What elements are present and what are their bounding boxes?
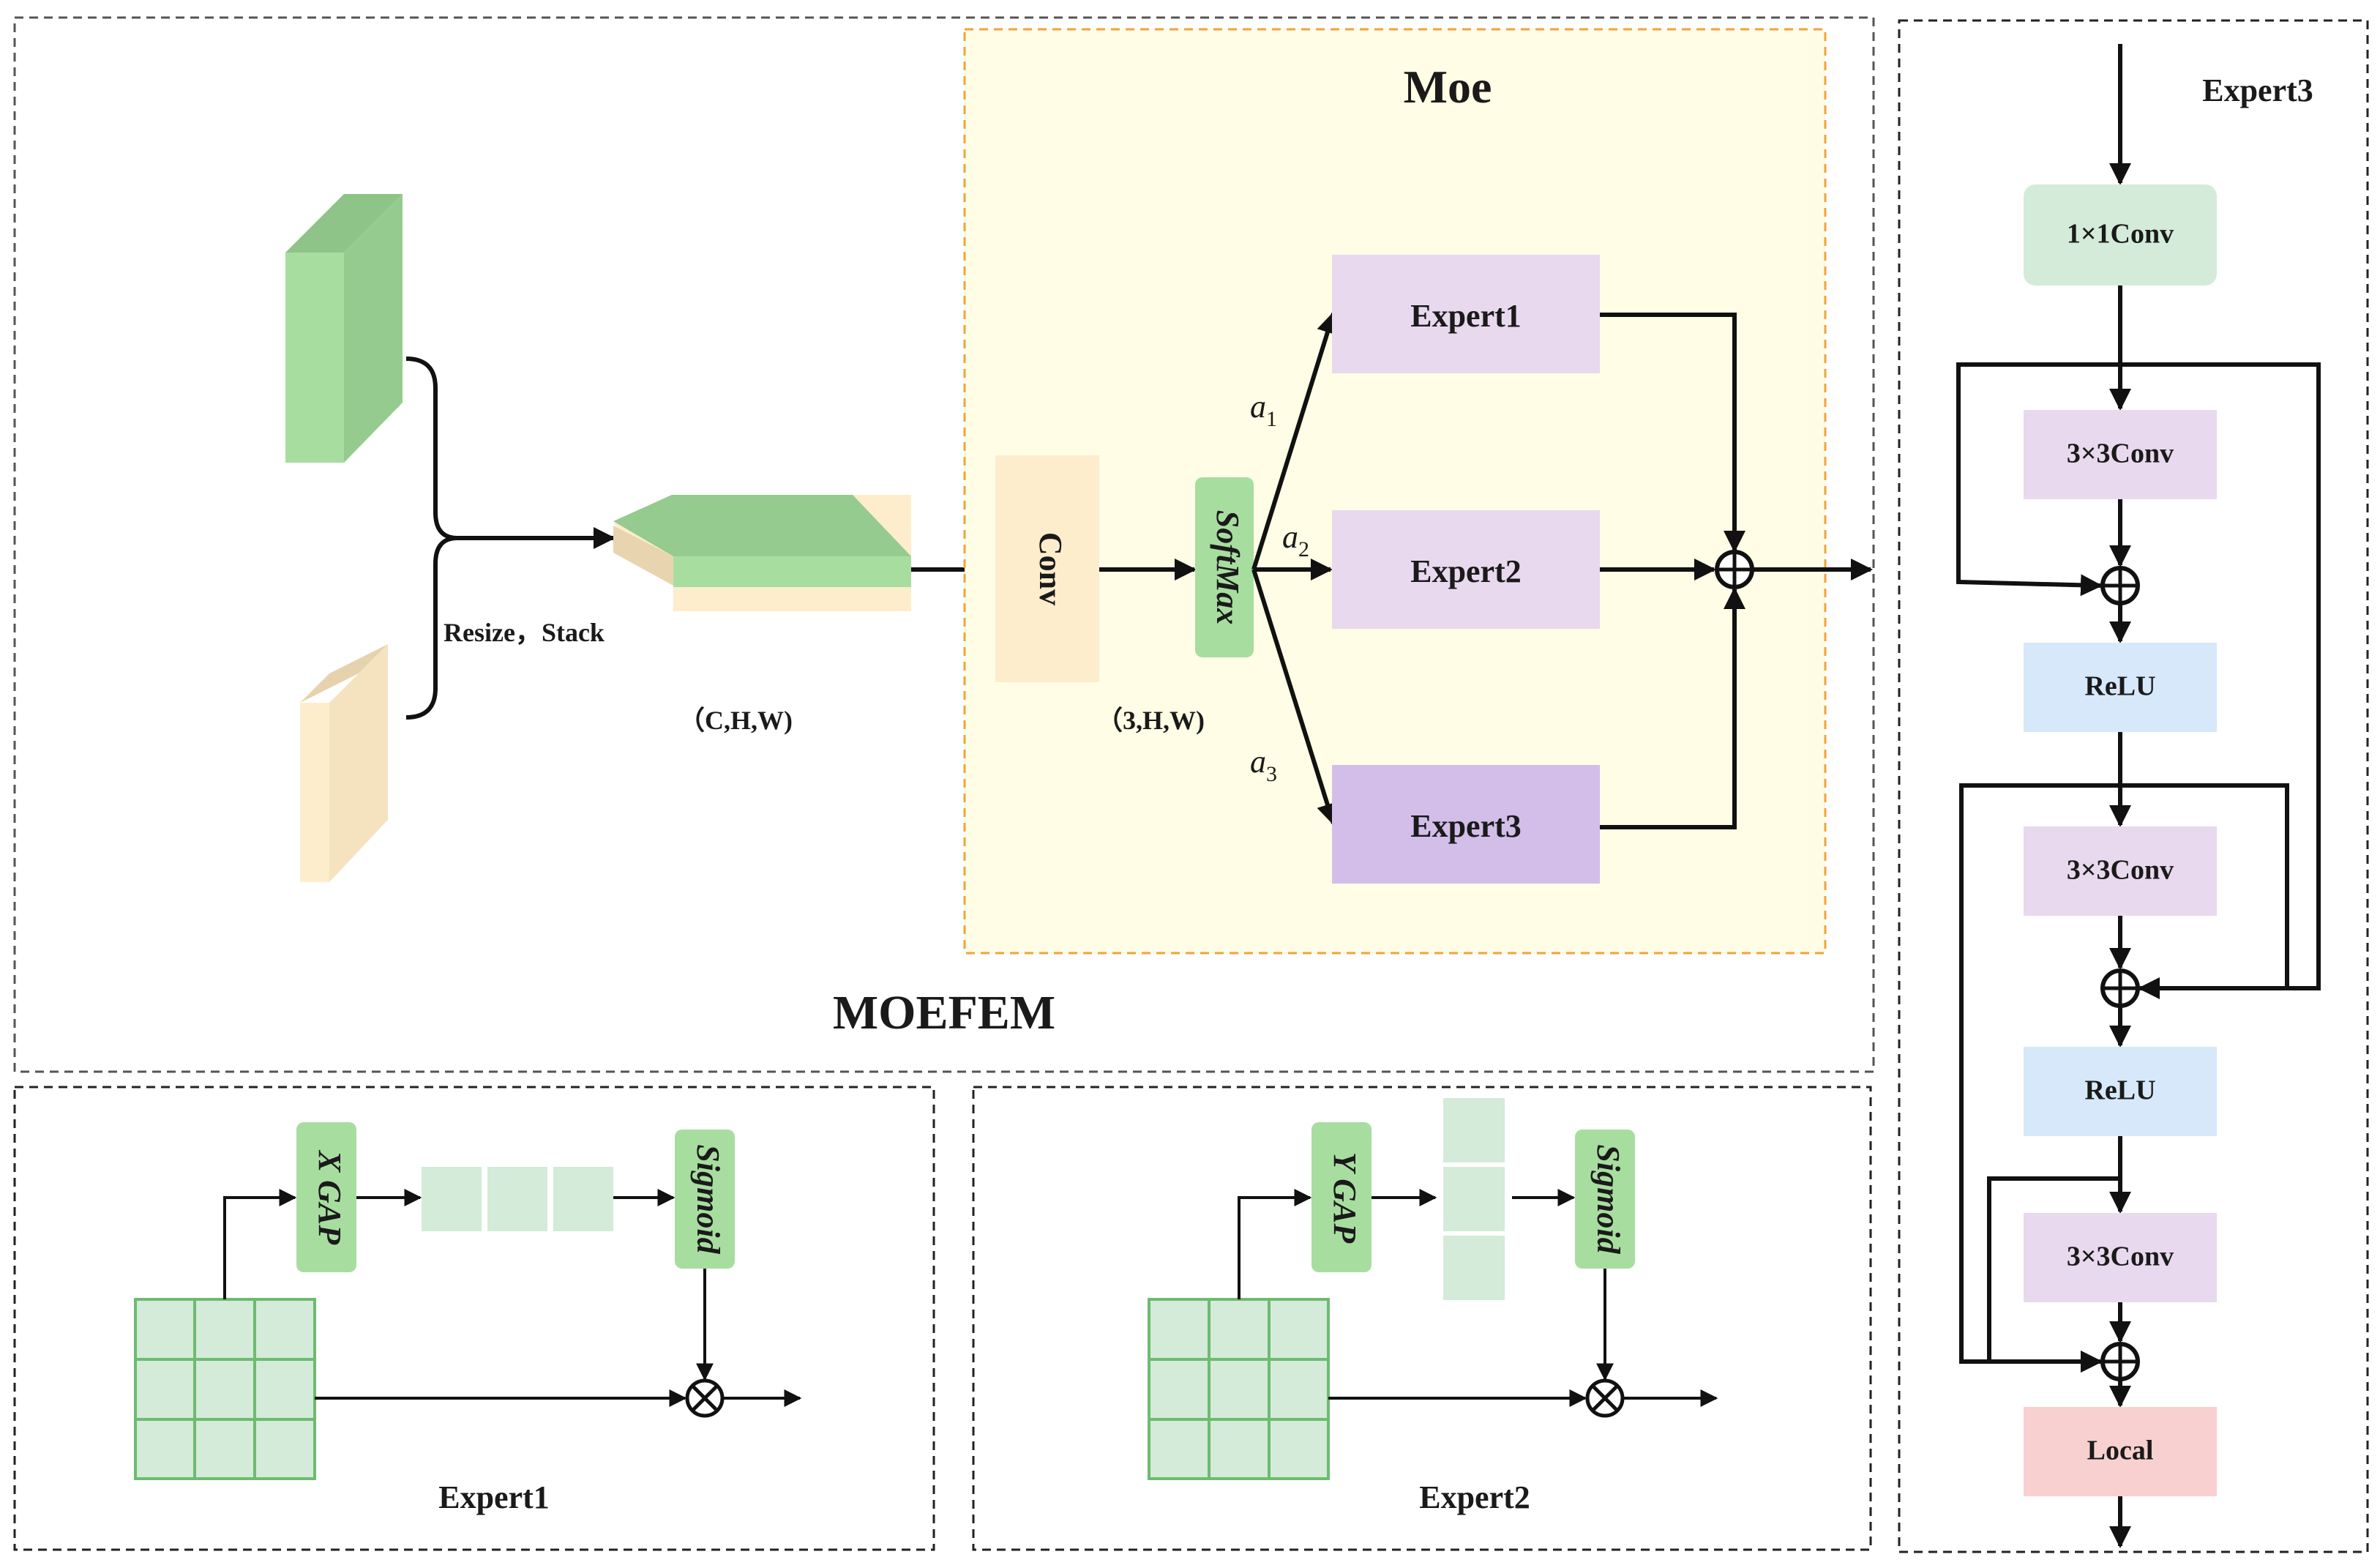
expert3-block-1x1conv: 1×1Conv <box>2024 184 2217 285</box>
svg-text:Expert1: Expert1 <box>1410 298 1522 334</box>
svg-text:ReLU: ReLU <box>2084 671 2155 702</box>
expert3-residual-3 <box>1987 1176 2120 1373</box>
svg-text:3×3Conv: 3×3Conv <box>2067 855 2174 886</box>
arrow-to-expert3 <box>1251 569 1339 826</box>
expert1-feature-grid <box>134 1298 316 1480</box>
expert2-sigmoid-label: Sigmoid <box>1590 1144 1626 1254</box>
expert3-residual-2-right <box>2120 783 2289 988</box>
expert3-add-icon-2 <box>2100 968 2140 1008</box>
moefem-title: MOEFEM <box>833 986 1055 1039</box>
resize-stack-label: Resize，Stack <box>444 618 605 647</box>
expert1-multiply-icon <box>685 1378 725 1418</box>
chw-label: （C,H,W) <box>678 706 793 735</box>
expert3-block-conv3x3-b: 3×3Conv <box>2024 826 2217 916</box>
expert3-long-skip <box>1958 362 2321 999</box>
three-hw-label: （3,H,W) <box>1096 706 1205 735</box>
expert3-panel-title: Expert3 <box>2202 72 2313 108</box>
expert3-panel: Expert3 1×1Conv 3×3Conv ReLU <box>1898 19 2369 1553</box>
expert2-panel-border <box>972 1086 1872 1551</box>
expert3-add-icon-1 <box>2100 566 2140 605</box>
expert1-to-sum <box>1600 313 1745 553</box>
expert3-panel-border <box>1898 19 2369 1553</box>
expert1-grid-to-gap <box>223 1189 297 1299</box>
expert3-block-relu-b: ReLU <box>2024 1047 2217 1136</box>
expert3-block-relu-a: ReLU <box>2024 643 2217 732</box>
svg-text:ReLU: ReLU <box>2084 1075 2155 1106</box>
expert2-pooled-vector <box>1443 1098 1505 1300</box>
expert2-sigmoid-block <box>1575 1130 1635 1269</box>
moe-expert1: Expert1 <box>1332 255 1600 373</box>
merge-bracket <box>405 356 458 720</box>
svg-text:Expert3: Expert3 <box>1410 808 1522 844</box>
svg-text:3×3Conv: 3×3Conv <box>2067 438 2174 469</box>
moe-title: Moe <box>1404 61 1492 113</box>
conv-block <box>995 455 1099 682</box>
weight-a1: a1 <box>1250 389 1277 431</box>
expert1-panel-border <box>13 1086 935 1551</box>
expert3-to-sum <box>1600 587 1745 829</box>
moe-expert2: Expert2 <box>1332 510 1600 629</box>
svg-text:3×3Conv: 3×3Conv <box>2067 1242 2174 1272</box>
moe-expert3: Expert3 <box>1332 765 1600 884</box>
expert2-feature-grid <box>1148 1298 1330 1480</box>
sum-icon <box>1715 550 1754 589</box>
weight-a3: a3 <box>1250 744 1277 786</box>
softmax-block <box>1195 477 1254 657</box>
expert2-ygap-label: Y GAP <box>1327 1152 1363 1244</box>
arrow-to-expert1 <box>1251 311 1339 570</box>
svg-text:1×1Conv: 1×1Conv <box>2067 219 2174 250</box>
moe-panel: Moe Conv （3,H,W) SoftMax a1 a2 a3 Expert… <box>963 28 1873 955</box>
expert1-xgap-block <box>296 1122 356 1272</box>
expert1-sigmoid-label: Sigmoid <box>690 1144 726 1254</box>
feature-map-green <box>285 194 403 463</box>
weight-a2: a2 <box>1282 519 1309 561</box>
moefem-panel: MOEFEM Resize，Stack （C,H,W) <box>13 16 1875 1073</box>
expert3-block-conv3x3-c: 3×3Conv <box>2024 1213 2217 1302</box>
expert3-block-local: Local <box>2024 1407 2217 1496</box>
expert2-multiply-icon <box>1585 1378 1625 1418</box>
svg-text:Local: Local <box>2087 1436 2154 1466</box>
expert1-panel-title: Expert1 <box>438 1479 550 1515</box>
svg-text:Expert2: Expert2 <box>1410 553 1522 589</box>
stacked-feature-map <box>613 495 911 611</box>
expert2-panel-title: Expert2 <box>1419 1479 1530 1515</box>
expert2-grid-to-gap <box>1238 1189 1312 1299</box>
conv-label: Conv <box>1033 532 1069 605</box>
feature-map-cream <box>300 644 388 882</box>
expert1-sigmoid-block <box>675 1130 735 1269</box>
expert2-panel: Expert2 Y GAP Sigmoid <box>972 1086 1872 1551</box>
expert2-ygap-block <box>1311 1122 1372 1272</box>
expert3-block-conv3x3-a: 3×3Conv <box>2024 410 2217 499</box>
expert1-xgap-label: X GAP <box>312 1149 348 1245</box>
expert1-panel: Expert1 X GAP Sigmoid <box>13 1086 935 1551</box>
softmax-label: SoftMax <box>1210 510 1246 624</box>
expert3-add-icon-3 <box>2100 1342 2140 1381</box>
moefem-panel-border <box>13 16 1875 1073</box>
expert1-pooled-vector <box>422 1167 613 1231</box>
